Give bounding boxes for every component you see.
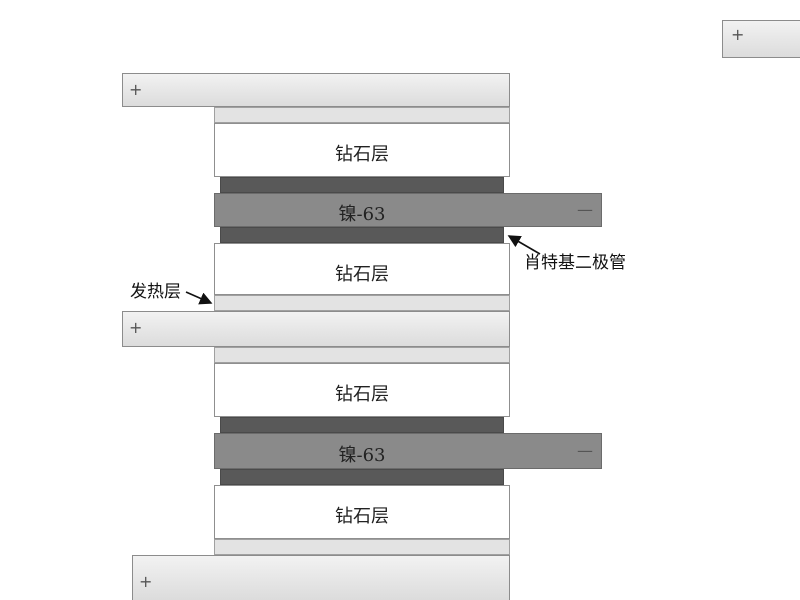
diamond-layer-label: 钻石层 bbox=[335, 264, 389, 285]
diamond-layer: 钻石层 bbox=[214, 485, 510, 539]
heating-layer bbox=[214, 347, 510, 363]
minus-sign: — bbox=[577, 200, 593, 219]
plus-sign: + bbox=[129, 318, 143, 337]
schottky-contact-layer bbox=[220, 417, 504, 433]
heating-layer bbox=[214, 295, 510, 311]
heating-layer-arrow bbox=[185, 291, 213, 305]
nickel-63-layer: 镍-63 — bbox=[214, 193, 602, 227]
diamond-layer-label: 钻石层 bbox=[335, 144, 389, 165]
electrode-plus-top-right: + bbox=[722, 20, 800, 58]
heating-layer bbox=[214, 107, 510, 123]
schottky-contact-layer bbox=[220, 227, 504, 243]
nickel-63-layer: 镍-63 — bbox=[214, 433, 602, 469]
nickel-63-label: 镍-63 bbox=[338, 204, 386, 225]
diamond-layer-label: 钻石层 bbox=[335, 506, 389, 527]
diamond-layer: 钻石层 bbox=[214, 123, 510, 177]
electrode-plus-middle: + bbox=[122, 311, 510, 347]
nickel-63-label: 镍-63 bbox=[338, 445, 386, 466]
diamond-layer-label: 钻石层 bbox=[335, 384, 389, 405]
electrode-plus-bottom: + bbox=[132, 555, 510, 600]
schottky-contact-layer bbox=[220, 469, 504, 485]
schottky-contact-layer bbox=[220, 177, 504, 193]
electrode-plus-top: + bbox=[122, 73, 510, 107]
plus-sign: + bbox=[731, 25, 745, 44]
schottky-diode-label: 肖特基二极管 bbox=[524, 253, 626, 273]
plus-sign: + bbox=[139, 572, 153, 591]
heating-layer-label: 发热层 bbox=[130, 282, 181, 302]
diamond-layer: 钻石层 bbox=[214, 363, 510, 417]
heating-layer bbox=[214, 539, 510, 555]
plus-sign: + bbox=[129, 80, 143, 99]
minus-sign: — bbox=[577, 441, 593, 460]
diamond-layer: 钻石层 bbox=[214, 243, 510, 295]
